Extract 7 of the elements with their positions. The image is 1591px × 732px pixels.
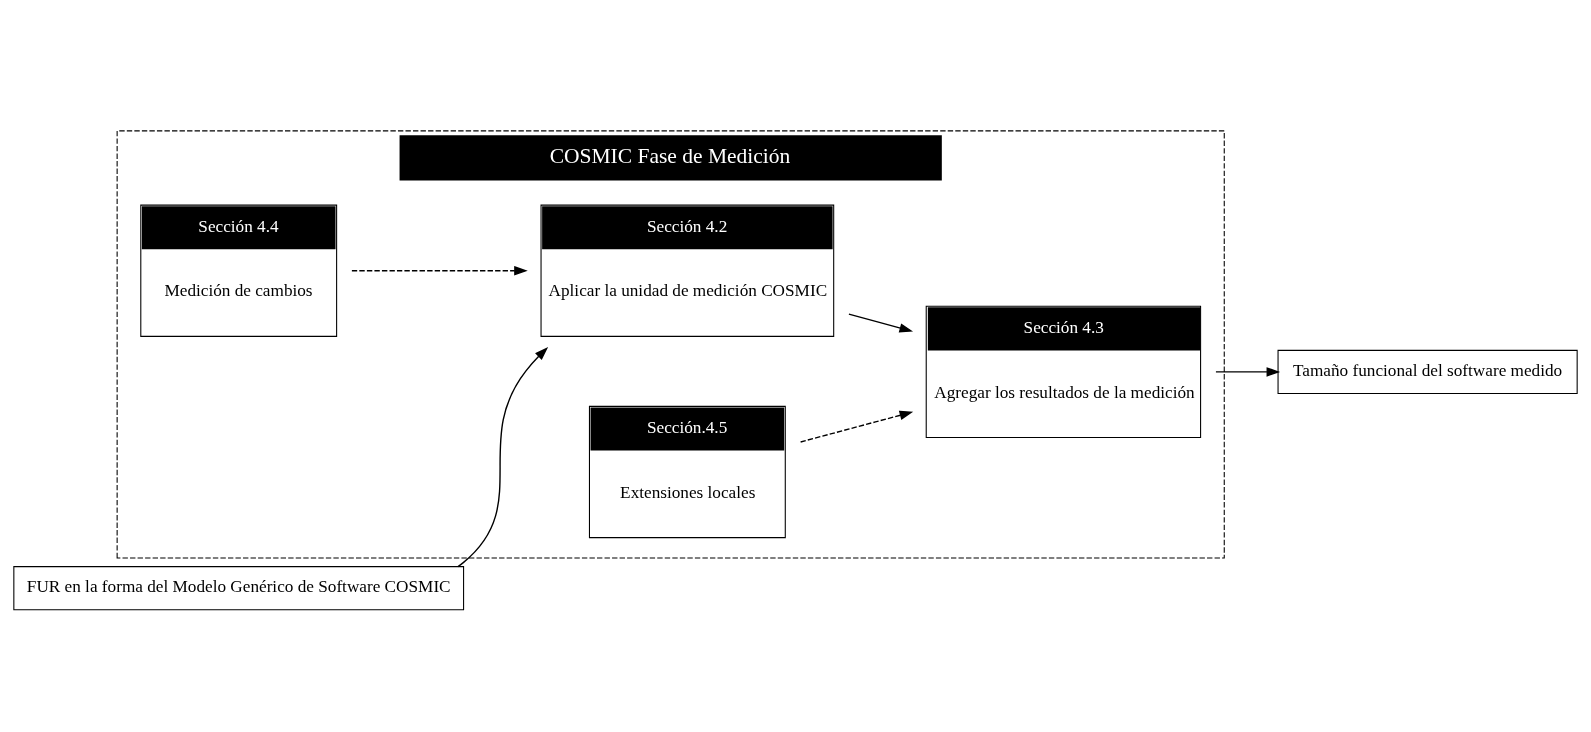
arrow (799, 410, 914, 443)
node-box: Tamaño funcional del software medido (1277, 349, 1578, 394)
node-box: FUR en la forma del Modelo Genérico de Software COSMIC (13, 566, 465, 611)
arrow (1215, 367, 1281, 377)
arrow (848, 313, 914, 333)
arrow (351, 266, 528, 276)
arrow (457, 347, 549, 568)
